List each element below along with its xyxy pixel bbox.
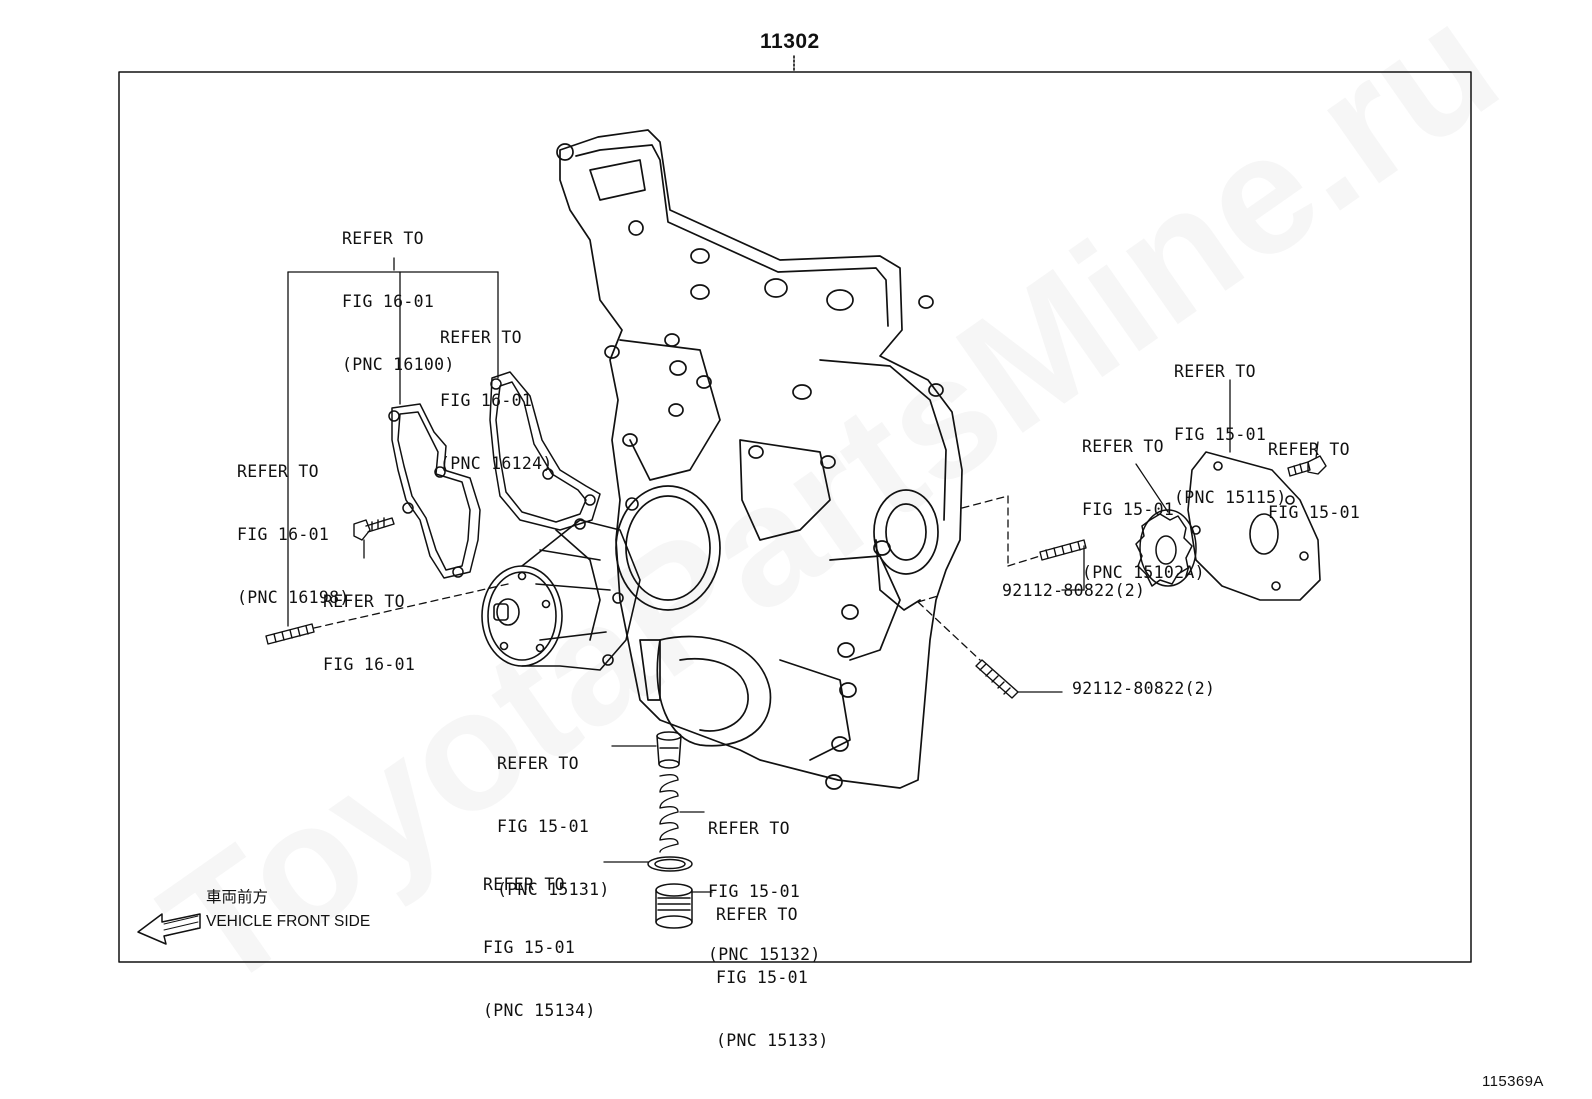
stud-92112-lower [975, 659, 1019, 699]
callout-line: (PNC 15102A) [1082, 563, 1205, 582]
vehicle-front-english: VEHICLE FRONT SIDE [206, 913, 371, 930]
callout-line: REFER TO [237, 462, 319, 481]
callout-line: REFER TO [342, 229, 424, 248]
stud-left [265, 623, 315, 645]
callout-fig1601-bolt[interactable]: REFER TO FIG 16-01 [323, 549, 415, 717]
callout-line: FIG 16-01 [342, 292, 435, 311]
diagram-frame [118, 71, 1472, 963]
callout-line: FIG 15-01 [1268, 503, 1361, 522]
bolt-fig1501 [1287, 455, 1327, 477]
gasket-16198 [388, 403, 481, 579]
stud-92112-upper [1039, 539, 1087, 561]
callout-line: REFER TO [323, 592, 405, 611]
callout-line: (PNC 15133) [716, 1031, 829, 1050]
callout-pnc15133[interactable]: REFER TO FIG 15-01 (PNC 15133) [716, 862, 829, 1093]
callout-pnc16124[interactable]: REFER TO FIG 16-01 (PNC 16124) [440, 285, 553, 516]
relief-valve-spring [659, 773, 679, 853]
callout-line: REFER TO [708, 819, 790, 838]
callout-line: (PNC 15132) [708, 945, 821, 964]
callout-line: FIG 15-01 [483, 938, 576, 957]
callout-line: REFER TO [497, 754, 579, 773]
oil-pump-rotor [1135, 509, 1197, 587]
callout-line: FIG 15-01 [497, 817, 590, 836]
vehicle-front-legend: 車両前方 VEHICLE FRONT SIDE [206, 886, 370, 934]
callout-pnc15134[interactable]: REFER TO FIG 15-01 (PNC 15134) [483, 832, 596, 1063]
callout-line: REFER TO [1082, 437, 1164, 456]
callout-line: REFER TO [483, 875, 565, 894]
water-pump [481, 497, 641, 671]
callout-line: FIG 16-01 [440, 391, 533, 410]
bolt-fig1601 [353, 517, 395, 541]
callout-line: FIG 15-01 [1174, 425, 1267, 444]
callout-line: (PNC 16198) [237, 588, 350, 607]
callout-pnc16198[interactable]: REFER TO FIG 16-01 (PNC 16198) [237, 419, 350, 650]
callout-pnc15131[interactable]: REFER TO FIG 15-01 (PNC 15131) [497, 711, 610, 942]
part-number-stud-upper[interactable]: 92112-80822(2) [1002, 581, 1146, 600]
callout-line: FIG 16-01 [237, 525, 330, 544]
relief-valve-plunger [656, 731, 682, 769]
relief-valve-plug [655, 883, 693, 929]
callout-line: REFER TO [440, 328, 522, 347]
callout-line: REFER TO [1268, 440, 1350, 459]
callout-line: FIG 15-01 [708, 882, 801, 901]
assembly-code: 11302 [760, 30, 820, 53]
callout-pnc15132[interactable]: REFER TO FIG 15-01 (PNC 15132) [708, 776, 821, 1007]
timing-cover [556, 129, 963, 790]
callout-line: FIG 16-01 [323, 655, 416, 674]
oil-pump-cover [1187, 451, 1321, 601]
callout-line: (PNC 15131) [497, 880, 610, 899]
vehicle-front-arrow-icon [137, 913, 201, 945]
alignment-lines [313, 495, 1041, 661]
callout-pnc15115[interactable]: REFER TO FIG 15-01 (PNC 15115) [1174, 319, 1287, 550]
callout-line: (PNC 15115) [1174, 488, 1287, 507]
relief-valve-gasket [647, 856, 693, 872]
figure-id: 115369A [1482, 1073, 1544, 1090]
gasket-16124 [489, 371, 601, 531]
leader-lines [287, 257, 1319, 893]
callout-line: REFER TO [716, 905, 798, 924]
callout-pnc16100[interactable]: REFER TO FIG 16-01 (PNC 16100) [342, 186, 455, 417]
vehicle-front-japanese: 車両前方 [206, 889, 269, 906]
part-number-stud-lower[interactable]: 92112-80822(2) [1072, 679, 1216, 698]
callout-line: (PNC 16124) [440, 454, 553, 473]
callout-line: FIG 15-01 [1082, 500, 1175, 519]
callout-fig1501-bolt[interactable]: REFER TO FIG 15-01 [1268, 397, 1360, 565]
callout-line: FIG 15-01 [716, 968, 809, 987]
callout-line: (PNC 15134) [483, 1001, 596, 1020]
callout-pnc15102a[interactable]: REFER TO FIG 15-01 (PNC 15102A) [1082, 394, 1205, 625]
callout-line: (PNC 16100) [342, 355, 455, 374]
callout-line: REFER TO [1174, 362, 1256, 381]
